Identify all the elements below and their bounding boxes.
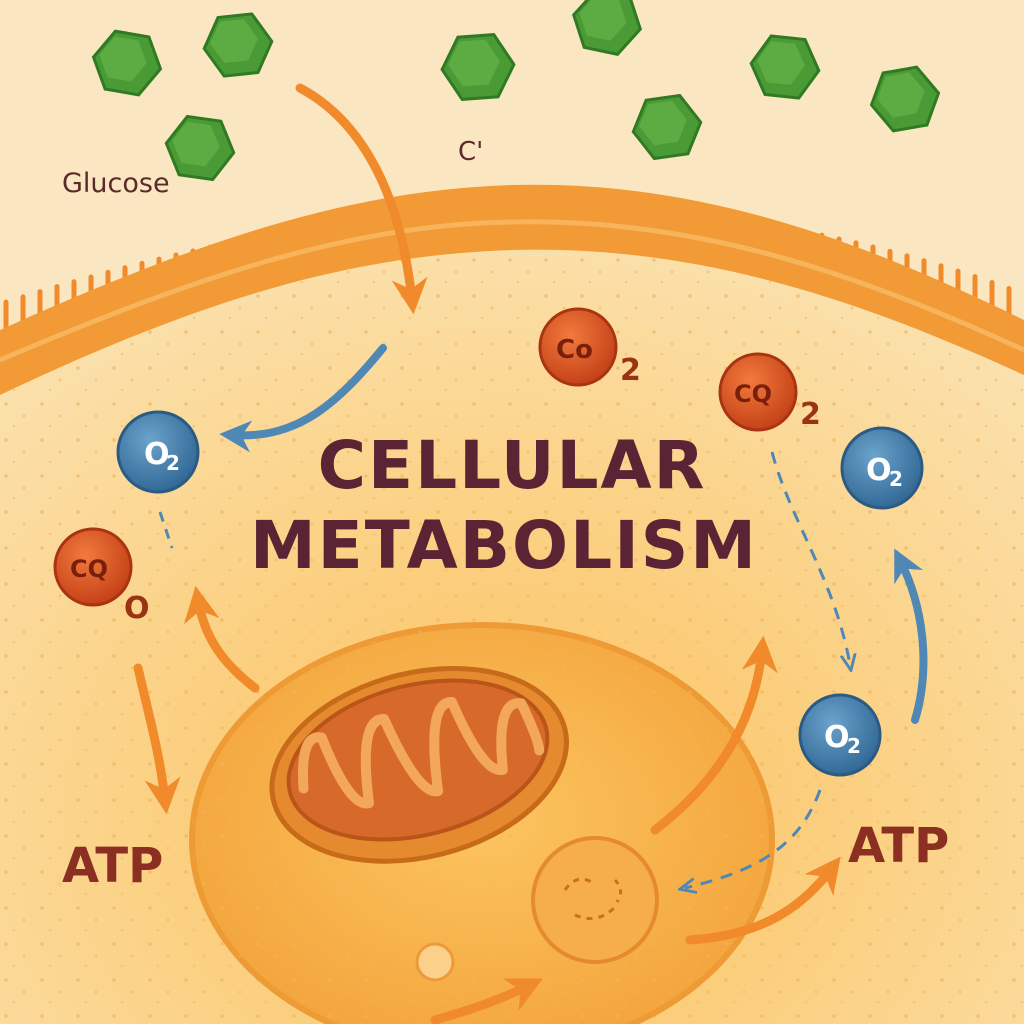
svg-text:O: O xyxy=(824,720,850,755)
arrow-o2-in xyxy=(219,344,387,453)
svg-text:CQ: CQ xyxy=(70,555,108,583)
svg-text:2: 2 xyxy=(889,467,903,491)
svg-text:O: O xyxy=(144,437,170,472)
arrow-o2-up xyxy=(894,548,928,724)
o2-molecule-right-mid: O 2 xyxy=(798,693,882,777)
svg-text:2: 2 xyxy=(166,451,180,475)
title-line-1: CELLULAR xyxy=(318,427,707,504)
arrow-bottom xyxy=(430,978,543,1024)
co2-molecule-right: CQ 2 xyxy=(718,352,821,432)
mitochondrion-icon xyxy=(269,665,569,864)
svg-text:O: O xyxy=(866,453,892,488)
glucose-hexagon-highlight xyxy=(757,41,805,85)
title-line-2: METABOLISM xyxy=(250,507,758,584)
glucose-uptake-arrow xyxy=(295,83,428,315)
svg-text:2: 2 xyxy=(620,353,641,388)
glucose-label: Glucose xyxy=(62,168,170,199)
arrow-atp-right xyxy=(685,856,841,945)
glucose-hexagon-highlight xyxy=(448,39,500,87)
co2-molecule-center: Co 2 xyxy=(538,307,641,388)
glucose-hexagon-highlight xyxy=(639,100,687,146)
svg-text:CQ: CQ xyxy=(734,380,772,408)
arrow-left-up xyxy=(184,585,260,693)
arrow-right-up xyxy=(650,635,778,835)
dashed-link-left xyxy=(158,511,174,549)
co2-molecule-left: CQ O xyxy=(53,527,150,626)
o2-molecule-left: O 2 xyxy=(116,410,200,494)
svg-text:Co: Co xyxy=(556,335,593,365)
glucose-hexagon-highlight xyxy=(579,0,627,41)
cell-membrane xyxy=(0,184,1024,395)
glucose-molecules xyxy=(91,0,941,182)
glucose-hexagon-highlight xyxy=(877,72,925,118)
glucose-hexagon-highlight xyxy=(99,36,147,82)
svg-text:2: 2 xyxy=(847,734,861,758)
atp-label-right: ATP xyxy=(848,818,949,874)
membrane-highlight xyxy=(0,219,1024,363)
glucose-hexagon-highlight xyxy=(210,19,258,63)
dashed-o2-to-vesicle xyxy=(685,789,822,888)
small-vesicle xyxy=(415,942,455,982)
atp-label-left: ATP xyxy=(62,838,163,894)
dashed-co2-to-o2 xyxy=(770,451,850,665)
arrow-left-down xyxy=(133,663,181,815)
svg-text:O: O xyxy=(124,591,150,626)
o2-molecule-right-top: O 2 xyxy=(840,426,924,510)
stray-mark: C' xyxy=(458,137,483,167)
svg-text:2: 2 xyxy=(800,397,821,432)
glucose-hexagon-highlight xyxy=(172,121,220,167)
vesicle-icon xyxy=(531,836,659,964)
